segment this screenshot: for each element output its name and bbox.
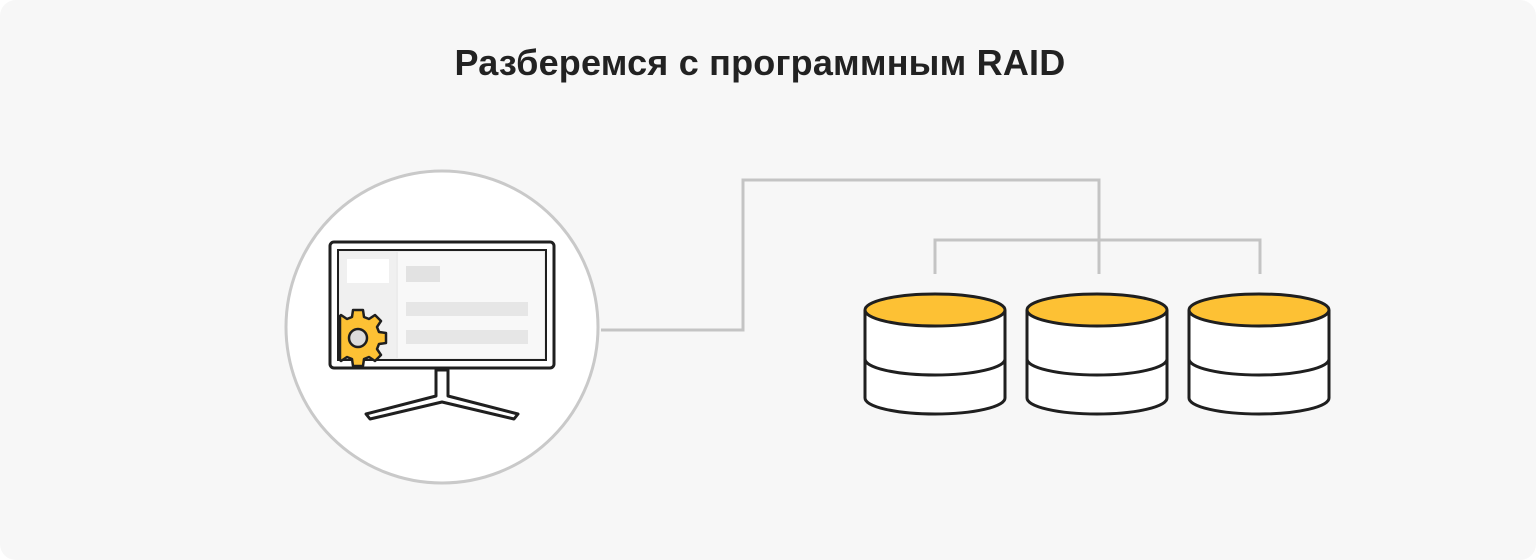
database-disk-icon	[1187, 292, 1331, 416]
disk-group	[863, 292, 1331, 416]
screen-content-title-block	[406, 266, 440, 282]
disk-body	[863, 310, 1007, 416]
disk-body	[1187, 310, 1331, 416]
database-disk-icon	[1025, 292, 1169, 416]
monitor-stand	[364, 368, 520, 421]
disk-body	[1025, 310, 1169, 416]
disk-platter-divider	[1025, 358, 1169, 377]
disk-top	[1025, 292, 1169, 328]
disk-platter-divider	[863, 358, 1007, 377]
screen-content-line-1	[406, 302, 528, 316]
screen-sidebar-block	[347, 259, 389, 283]
disk-top	[863, 292, 1007, 328]
database-disk-icon	[863, 292, 1007, 416]
disk-top	[1187, 292, 1331, 328]
disk-bus-line	[933, 238, 1262, 274]
monitor-with-gear-icon	[328, 240, 556, 421]
gear-icon	[338, 308, 388, 368]
page-title: Разберемся с программным RAID	[454, 42, 1066, 83]
screen-content-line-2	[406, 330, 528, 344]
connector-lines	[601, 178, 1262, 332]
disk-platter-divider	[1187, 358, 1331, 377]
computer-to-bus-line	[601, 178, 1101, 332]
computer-node	[284, 169, 600, 485]
